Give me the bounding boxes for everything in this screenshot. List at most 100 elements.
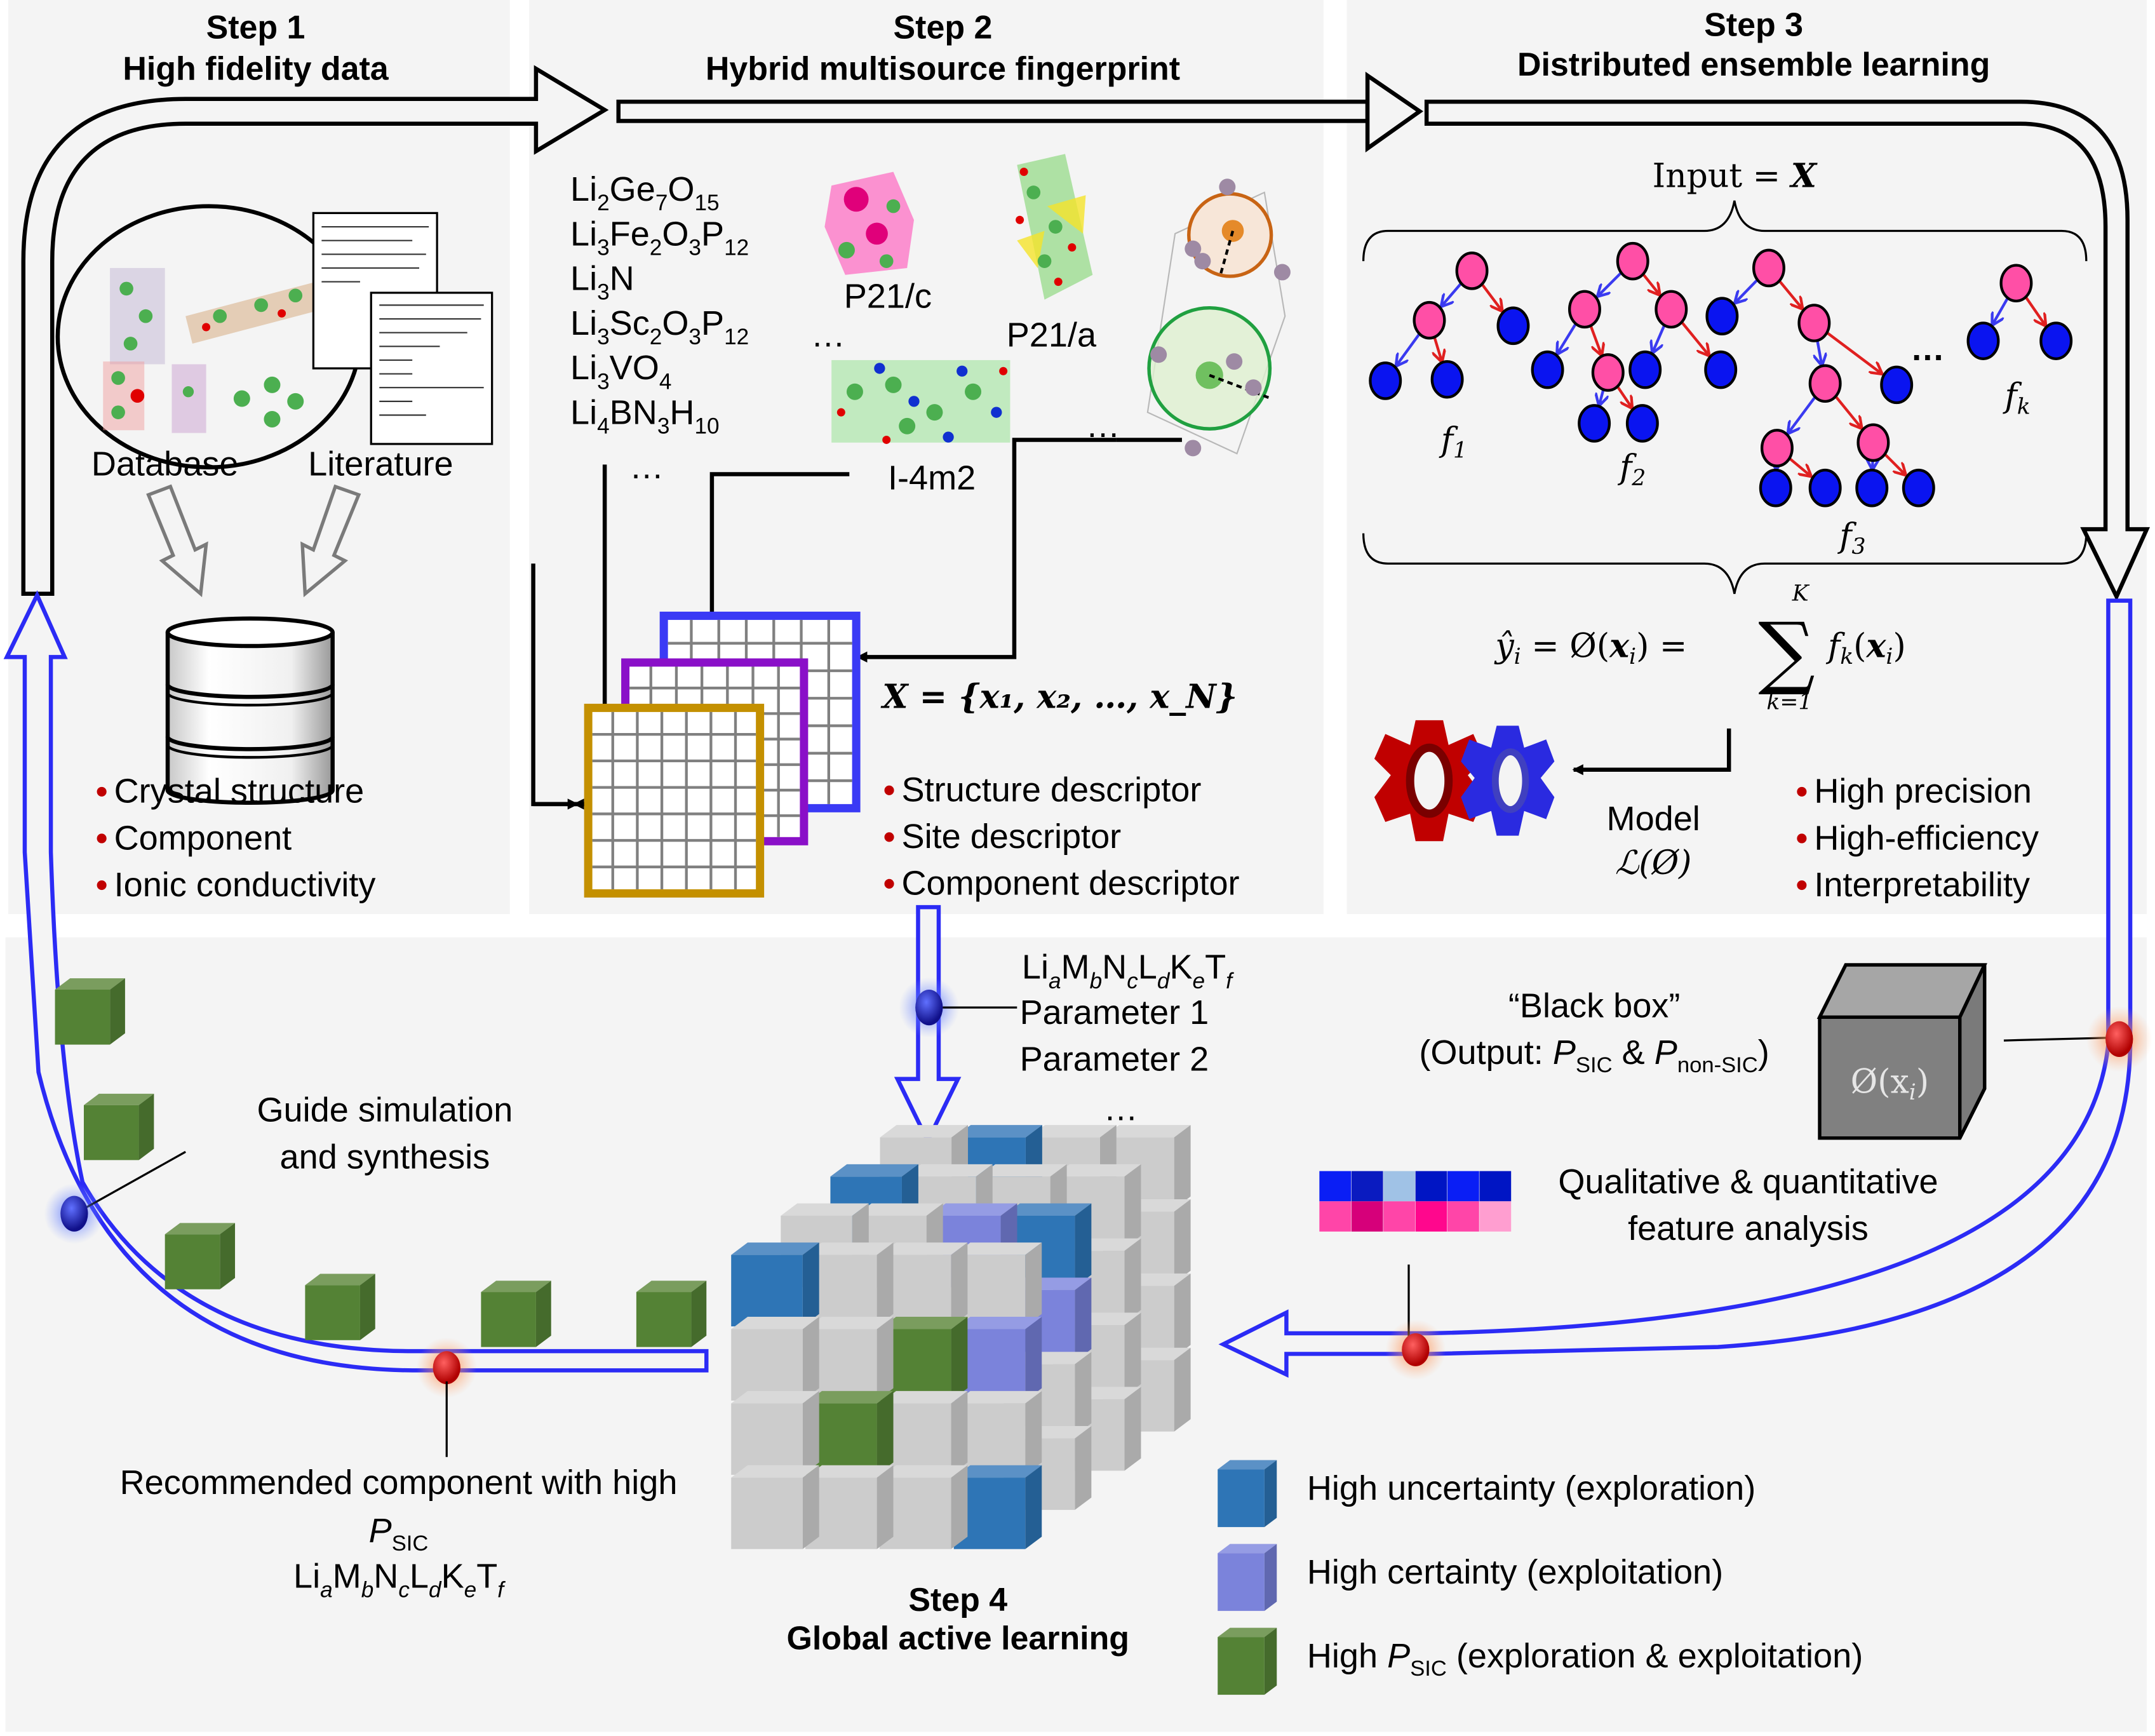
label-pre: High <box>1307 1637 1387 1675</box>
tree-edge <box>1993 297 2010 324</box>
recommended-formula-text: LiaMbNcLdKeTf <box>293 1557 506 1602</box>
flow-arrow-step2-body <box>616 99 1370 123</box>
subscript: 12 <box>724 235 749 260</box>
space-group-p21c: P21/c <box>844 278 932 316</box>
f-sub: 1 <box>1453 438 1467 464</box>
subscript: a <box>320 1577 333 1602</box>
element: M <box>333 1557 361 1595</box>
feature-set-equation: X = {x₁, x₂, …, x_N} <box>880 677 1237 716</box>
query-parameter-1: Parameter 1 <box>1020 993 1209 1032</box>
equation-to-model-arrow <box>1572 728 1731 776</box>
tree-label: fk <box>2003 377 2031 420</box>
subscript: f <box>1226 969 1234 993</box>
tree-edge <box>1817 339 1822 365</box>
element: Li <box>1022 948 1049 986</box>
tree-edge <box>1599 387 1604 405</box>
element: Li <box>570 215 597 253</box>
guide-label-line2: and synthesis <box>280 1138 490 1176</box>
candidate-cube <box>305 1274 375 1340</box>
leaf-node <box>1902 468 1935 508</box>
recommended-formula: LiaMbNcLdKeTf <box>293 1557 506 1602</box>
element: V <box>610 349 633 387</box>
feature-analysis-line2: feature analysis <box>1628 1209 1869 1248</box>
element: P <box>701 215 724 253</box>
tree-edge <box>1397 332 1421 365</box>
element: T <box>1205 948 1226 986</box>
flow-arrow-step3-to-step4 <box>1424 99 2151 602</box>
step1-label: High fidelity data <box>123 51 389 88</box>
black-box-output: (Output: PSIC & Pnon-SIC) <box>1419 1033 1769 1077</box>
subscript: 2 <box>597 191 610 215</box>
leaf-node <box>1531 350 1564 389</box>
subscript: 15 <box>694 191 719 215</box>
tree-edge <box>1480 283 1501 311</box>
phi-close: ) <box>1916 1063 1929 1101</box>
tree-edge <box>1834 395 1861 427</box>
element: O <box>668 170 694 208</box>
sic-sub: SIC <box>1576 1053 1613 1077</box>
legend-label: High certainty (exploitation) <box>1307 1553 1723 1591</box>
flow-arrow-step1-to-step2 <box>21 65 609 596</box>
sic-sub: SIC <box>1410 1657 1447 1681</box>
element: Li <box>570 349 597 387</box>
subscript: 4 <box>659 369 672 394</box>
subscript: e <box>1193 969 1205 993</box>
structure-i4m2-image <box>831 360 1010 444</box>
step2-label: Hybrid multisource fingerprint <box>706 51 1180 88</box>
grid-cube <box>731 1390 819 1475</box>
leaf-node <box>1496 306 1530 346</box>
output-close: ) <box>1758 1033 1769 1072</box>
split-node <box>1568 290 1601 329</box>
heatmap-cell <box>1351 1171 1383 1202</box>
step4-number: Step 4 <box>908 1582 1007 1618</box>
element: N <box>373 1557 398 1595</box>
tree-1: f1 <box>1369 251 1530 464</box>
equation-lhs: ŷi = Ø(xi) = <box>1494 626 1687 670</box>
sum-upper: K <box>1792 581 1810 607</box>
legend-label: High uncertainty (exploration) <box>1307 1469 1756 1507</box>
heatmap-cell <box>1415 1171 1447 1202</box>
subscript: 3 <box>657 414 670 439</box>
element: K <box>441 1557 464 1595</box>
source-label-database: Database <box>91 445 239 483</box>
sic-sub: SIC <box>392 1531 429 1556</box>
paren-close: ) <box>1893 627 1906 665</box>
heatmap-cell <box>1319 1171 1352 1202</box>
black-box-title: “Black box” <box>1508 986 1680 1025</box>
bullet-ionic-conductivity: Ionic conductivity <box>114 866 376 904</box>
active-learning-cube <box>731 1125 1191 1549</box>
legend-item: High uncertainty (exploration) <box>1218 1460 1756 1528</box>
formula-list: Li2Ge7O15Li3Fe2O3P12Li3NLi3Sc2O3P12Li3VO… <box>570 170 749 439</box>
candidate-cube <box>164 1223 236 1289</box>
leaf-node <box>1369 361 1402 400</box>
formula-item: Li2Ge7O15 <box>570 170 720 215</box>
leaf-node <box>1705 297 1739 335</box>
ensemble-equation: ŷi = Ø(xi) = K ∑ k=1 fk(xi) <box>1494 581 1905 715</box>
f-sub: 3 <box>1852 534 1866 560</box>
heatmap-cell <box>1447 1171 1479 1202</box>
leaf-node <box>1625 404 1659 443</box>
formula-item: Li3Sc2O3P12 <box>570 304 749 349</box>
subscript: b <box>361 1577 374 1602</box>
tree-4: fk <box>1966 264 2073 420</box>
candidate-cube <box>481 1281 551 1347</box>
element: O <box>633 349 659 387</box>
formula-item: Li3Fe2O3P12 <box>570 215 749 260</box>
step1-bullet-list: Crystal structure Component Ionic conduc… <box>97 772 376 904</box>
subscript: f <box>497 1577 506 1602</box>
p-symbol: P <box>1553 1033 1576 1072</box>
step1-number: Step 1 <box>206 10 305 46</box>
non-sic-sub: non-SIC <box>1677 1053 1758 1077</box>
element: K <box>1169 948 1192 986</box>
element: Li <box>570 170 597 208</box>
bullet-dot <box>884 785 894 795</box>
split-node <box>1797 304 1831 342</box>
split-node <box>1655 290 1688 329</box>
heatmap-cell <box>1415 1201 1447 1232</box>
input-label: Input = X <box>1653 156 1818 195</box>
element: L <box>1138 948 1157 986</box>
element: Fe <box>610 215 650 253</box>
output-prefix: (Output: <box>1419 1033 1552 1072</box>
element: Li <box>570 304 597 342</box>
source-label-literature: Literature <box>308 445 453 483</box>
